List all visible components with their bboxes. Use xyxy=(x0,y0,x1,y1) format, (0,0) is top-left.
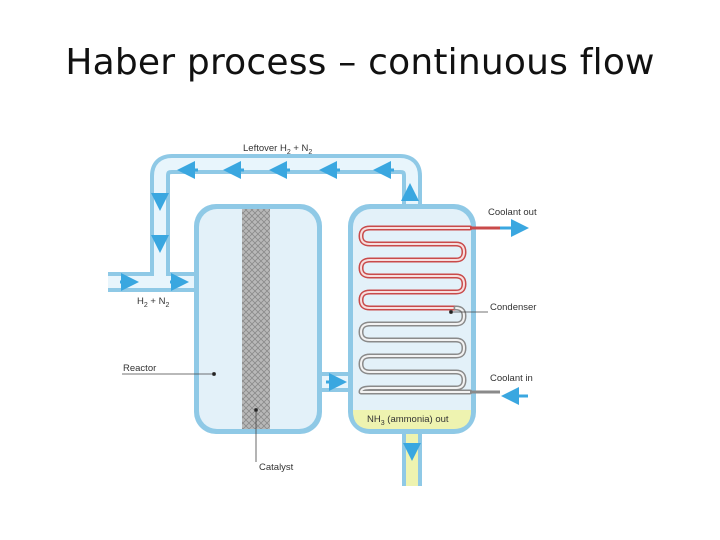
coolant-pipes xyxy=(470,226,500,394)
cooling-coil-hot xyxy=(358,225,473,311)
ammonia-pool xyxy=(353,410,471,429)
condenser-label: Condenser xyxy=(490,302,536,313)
catalyst-bed xyxy=(242,209,270,429)
flow-arrows xyxy=(120,161,529,461)
coolant-out-label: Coolant out xyxy=(488,207,537,218)
cooling-coil-cool xyxy=(358,305,473,395)
condenser-vessel xyxy=(348,204,476,434)
leftover-gas-label: Leftover H2 + N2 xyxy=(243,143,312,156)
slide-title: Haber process – continuous flow xyxy=(65,42,655,83)
feed-gas-label: H2 + N2 xyxy=(137,296,169,309)
catalyst-label: Catalyst xyxy=(259,462,294,473)
reactor-label: Reactor xyxy=(123,363,156,374)
leader-lines xyxy=(122,309,488,462)
coolant-in-label: Coolant in xyxy=(490,373,533,384)
ammonia-out-label: NH3 (ammonia) out xyxy=(367,414,449,427)
reactor-vessel xyxy=(194,204,322,434)
